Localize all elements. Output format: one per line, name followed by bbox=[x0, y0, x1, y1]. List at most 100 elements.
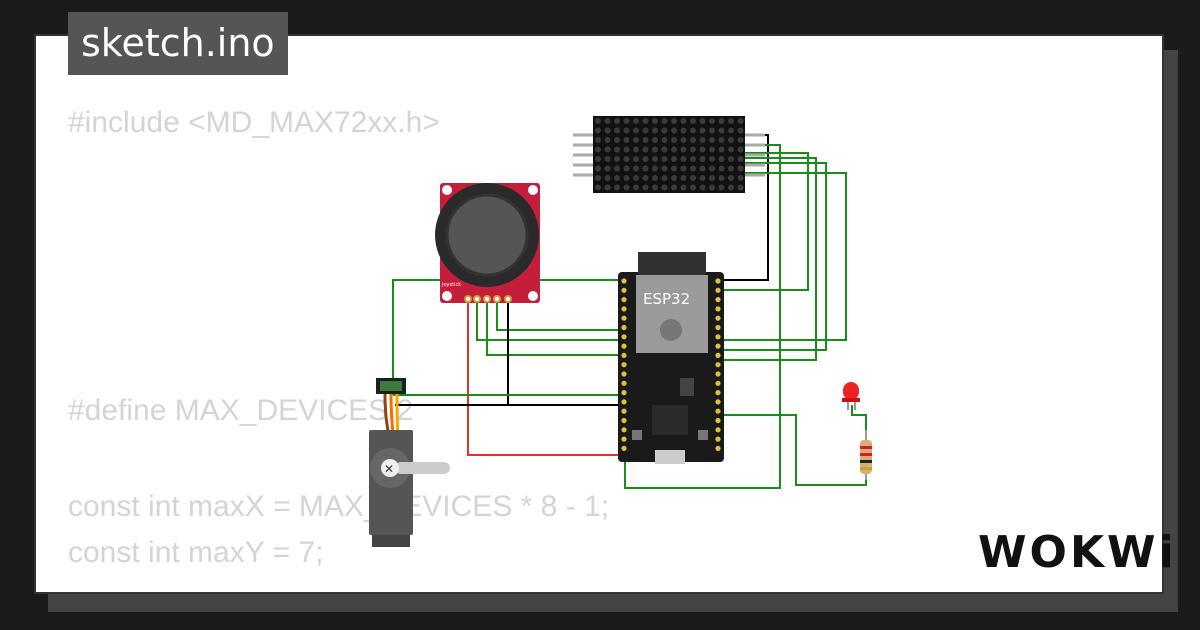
matrix-dot bbox=[595, 127, 601, 134]
esp32-pin bbox=[621, 352, 627, 358]
matrix-dot bbox=[652, 137, 658, 143]
esp32-pin bbox=[621, 408, 627, 414]
led-matrix[interactable] bbox=[573, 116, 765, 193]
matrix-dot bbox=[595, 146, 601, 153]
matrix-dot bbox=[633, 175, 639, 181]
matrix-dot bbox=[671, 127, 677, 134]
esp32-pin bbox=[715, 306, 721, 312]
matrix-dot bbox=[718, 184, 725, 191]
matrix-dot bbox=[661, 156, 668, 162]
servo-motor[interactable]: ✕ bbox=[369, 378, 450, 547]
matrix-dot bbox=[661, 118, 668, 124]
matrix-dot bbox=[690, 137, 696, 143]
matrix-dot bbox=[642, 184, 649, 191]
matrix-dot bbox=[728, 165, 734, 172]
matrix-dot bbox=[737, 146, 744, 153]
matrix-dot bbox=[709, 156, 715, 162]
joystick-knob[interactable] bbox=[445, 193, 529, 277]
matrix-dot bbox=[642, 175, 649, 181]
matrix-dot bbox=[595, 137, 601, 143]
matrix-dot bbox=[614, 118, 620, 124]
esp32-pin bbox=[621, 287, 627, 293]
matrix-dot bbox=[699, 165, 706, 172]
esp32-board[interactable]: ESP32 bbox=[618, 252, 724, 464]
matrix-dot bbox=[728, 175, 734, 181]
matrix-dot bbox=[680, 146, 687, 153]
matrix-dot bbox=[623, 184, 630, 191]
red-led[interactable] bbox=[842, 382, 860, 410]
matrix-dot bbox=[642, 146, 649, 153]
matrix-dot bbox=[671, 118, 677, 124]
matrix-dot bbox=[595, 175, 601, 181]
matrix-dot bbox=[718, 118, 725, 124]
matrix-dot bbox=[690, 156, 696, 162]
matrix-dot bbox=[671, 184, 677, 191]
code-line-maxy: const int maxY = 7; bbox=[68, 536, 324, 569]
svg-text:✕: ✕ bbox=[384, 462, 394, 476]
matrix-dot bbox=[633, 165, 639, 172]
matrix-dot bbox=[709, 165, 715, 172]
matrix-dot bbox=[633, 184, 639, 191]
esp32-pin bbox=[715, 445, 721, 451]
matrix-dot bbox=[595, 184, 601, 191]
matrix-dot bbox=[680, 165, 687, 172]
matrix-dot bbox=[699, 156, 706, 162]
esp32-pin bbox=[621, 380, 627, 386]
esp32-pin bbox=[621, 297, 627, 303]
matrix-dot bbox=[671, 156, 677, 162]
file-tab[interactable]: sketch.ino bbox=[68, 12, 288, 75]
esp32-pin bbox=[715, 297, 721, 303]
matrix-dot bbox=[652, 127, 658, 134]
esp32-pin bbox=[715, 399, 721, 405]
matrix-dot bbox=[709, 146, 715, 153]
esp32-pin bbox=[715, 343, 721, 349]
matrix-dot bbox=[728, 146, 734, 153]
esp32-pin bbox=[715, 352, 721, 358]
esp32-pin bbox=[621, 362, 627, 368]
matrix-dot bbox=[604, 175, 611, 181]
matrix-dot bbox=[728, 156, 734, 162]
matrix-dot bbox=[614, 127, 620, 134]
matrix-dot bbox=[699, 184, 706, 191]
matrix-dot bbox=[614, 156, 620, 162]
matrix-dot bbox=[652, 118, 658, 124]
matrix-dot bbox=[680, 127, 687, 134]
matrix-dot bbox=[680, 156, 687, 162]
esp32-pin bbox=[715, 436, 721, 442]
matrix-dot bbox=[690, 184, 696, 191]
esp32-pin bbox=[621, 343, 627, 349]
led-matrix-pins bbox=[573, 133, 765, 177]
esp32-pin bbox=[621, 315, 627, 321]
matrix-dot bbox=[728, 184, 734, 191]
matrix-dot bbox=[699, 118, 706, 124]
matrix-dot bbox=[623, 156, 630, 162]
matrix-dot bbox=[709, 127, 715, 134]
matrix-dot bbox=[690, 118, 696, 124]
matrix-dot bbox=[680, 118, 687, 124]
esp32-pin bbox=[715, 408, 721, 414]
matrix-dot bbox=[680, 137, 687, 143]
matrix-dot bbox=[728, 137, 734, 143]
matrix-dot bbox=[652, 184, 658, 191]
resistor[interactable] bbox=[860, 430, 872, 480]
matrix-dot bbox=[709, 137, 715, 143]
wokwi-logo: WOKWi bbox=[978, 527, 1177, 578]
esp32-pin bbox=[715, 287, 721, 293]
matrix-dot bbox=[633, 118, 639, 124]
matrix-dot bbox=[661, 146, 668, 153]
matrix-dot bbox=[623, 127, 630, 134]
matrix-dot bbox=[642, 156, 649, 162]
matrix-dot bbox=[680, 175, 687, 181]
matrix-dot bbox=[642, 165, 649, 172]
joystick-module[interactable]: Joystick bbox=[435, 183, 540, 303]
matrix-dot bbox=[614, 146, 620, 153]
matrix-dot bbox=[737, 137, 744, 143]
matrix-dot bbox=[699, 146, 706, 153]
matrix-dot bbox=[623, 118, 630, 124]
led-matrix-dots bbox=[595, 118, 744, 191]
matrix-dot bbox=[737, 127, 744, 134]
esp32-pin bbox=[715, 417, 721, 424]
esp32-pin bbox=[621, 427, 627, 433]
wires bbox=[392, 134, 867, 489]
matrix-dot bbox=[661, 137, 668, 143]
